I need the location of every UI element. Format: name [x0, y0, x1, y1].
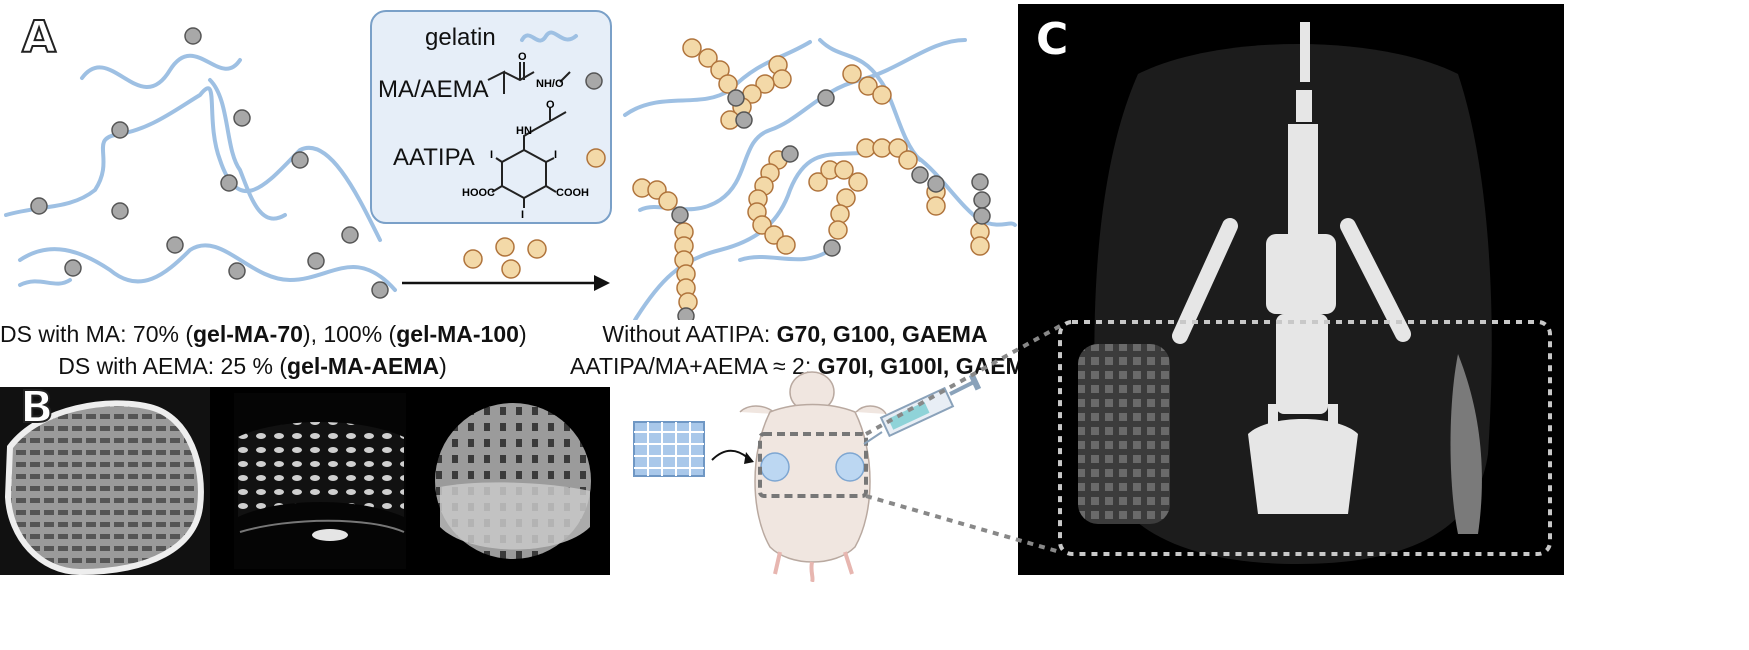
- zoom-connector-lines: [865, 324, 1061, 554]
- ultrasound-bright-spot: [312, 529, 348, 541]
- caption-right: Without AATIPA: G70, G100, GAEMA AATIPA/…: [570, 318, 1048, 382]
- ma-chem-label: NH/O: [536, 78, 564, 90]
- ma-oxygen-label: O: [518, 51, 527, 63]
- crosslinked-network-diagram: [623, 38, 1017, 320]
- caption-left-line1-pre: DS with MA: 70% (: [0, 321, 193, 347]
- aatipa-iodine-label-1: I: [490, 149, 493, 161]
- caption-left-line2-post: ): [439, 353, 447, 379]
- caption-right-line1-bold: G70, G100, GAEMA: [776, 321, 988, 347]
- legend-aatipa-label: AATIPA: [393, 144, 475, 171]
- syringe-icon: [863, 373, 982, 445]
- panel-label-a: A: [21, 11, 57, 64]
- panel-b-images: [0, 387, 610, 576]
- ma-bead-icon: [585, 72, 603, 90]
- caption-left-line2: DS with AEMA: 25 % (gel-MA-AEMA): [0, 350, 505, 382]
- ct-scaffold-left: [1078, 344, 1170, 524]
- ultrasound-image: [238, 422, 404, 517]
- aatipa-oxygen-label: O: [546, 100, 555, 111]
- ct-rib-left: [1172, 218, 1238, 344]
- gelatin-wave-icon: [520, 30, 578, 43]
- caption-left-line1-post: ): [518, 321, 527, 347]
- panel-label-c: C: [1036, 14, 1069, 65]
- caption-left-line2-pre: DS with AEMA: 25 % (: [58, 353, 288, 379]
- ct-scan-image: [1058, 22, 1552, 564]
- caption-left-line1-mid: ), 100% (: [302, 321, 397, 347]
- ct-rib-right: [1340, 218, 1411, 342]
- mouse-body: [739, 371, 887, 582]
- mouse-zoom-box: [758, 432, 868, 498]
- ct-scaffold-right: [1450, 354, 1482, 534]
- caption-left: DS with MA: 70% (gel-MA-70), 100% (gel-M…: [0, 318, 527, 382]
- aatipa-iodine-label-3: I: [521, 209, 524, 218]
- reaction-arrow: [402, 275, 610, 291]
- caption-right-line1-pre: Without AATIPA:: [602, 321, 777, 347]
- aatipa-cooh-label: COOH: [556, 187, 589, 199]
- implant-arrow: [711, 449, 749, 461]
- aatipa-bead-icon: [586, 148, 606, 168]
- legend-ma-label: MA/AEMA: [378, 76, 489, 103]
- aatipa-structure-icon: HN O I I I COOH HOOC: [462, 100, 589, 218]
- caption-right-line2: AATIPA/MA+AEMA ≈ 2: G70I, G100I, GAEMAI: [570, 350, 1048, 382]
- aatipa-hooc-label: HOOC: [462, 187, 495, 199]
- caption-left-line1-bold2: gel-MA-100: [396, 321, 519, 347]
- caption-right-line1: Without AATIPA: G70, G100, GAEMA: [570, 318, 1020, 350]
- caption-right-line2-pre: AATIPA/MA+AEMA ≈ 2:: [570, 353, 818, 379]
- panel-label-b: B: [19, 381, 55, 434]
- ma-aema-structure-icon: O NH/O: [487, 51, 571, 94]
- aatipa-iodine-label-2: I: [554, 149, 557, 161]
- caption-left-line1-bold1: gel-MA-70: [193, 321, 303, 347]
- mouse-implantation-illustration: [633, 371, 982, 582]
- legend-gelatin-label: gelatin: [425, 24, 496, 51]
- panel-b-image-strip: [0, 387, 610, 576]
- caption-left-line2-bold: gel-MA-AEMA: [287, 353, 440, 379]
- free-aatipa-beads: [463, 237, 547, 279]
- ct-zoom-box: [1058, 320, 1552, 556]
- legend-box: [370, 10, 612, 224]
- caption-right-line2-bold: G70I, G100I, GAEMAI: [817, 353, 1048, 379]
- caption-left-line1: DS with MA: 70% (gel-MA-70), 100% (gel-M…: [0, 318, 527, 350]
- scaffold-photo: [4, 400, 204, 576]
- scaffold-block-icon: [633, 421, 705, 477]
- ct-spine: [1248, 22, 1358, 514]
- aatipa-hn-label: HN: [516, 125, 532, 137]
- panel-c-ct-image: [1018, 4, 1564, 575]
- gelatin-network-diagram: [4, 27, 397, 299]
